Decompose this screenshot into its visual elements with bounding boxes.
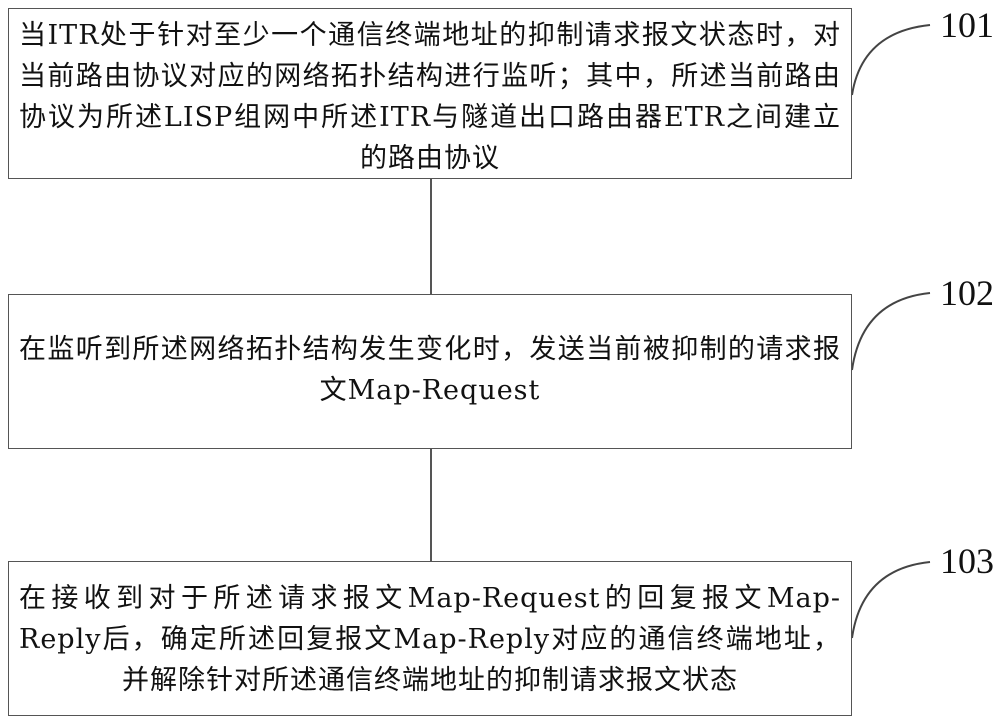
step-label-103: 103	[940, 541, 994, 581]
step-box-101: 当ITR处于针对至少一个通信终端地址的抑制请求报文状态时，对当前路由协议对应的网…	[8, 8, 852, 179]
step-text-101: 当ITR处于针对至少一个通信终端地址的抑制请求报文状态时，对当前路由协议对应的网…	[19, 20, 841, 174]
callout-curve-102	[851, 292, 931, 371]
callout-curve-101	[851, 24, 931, 96]
step-label-102: 102	[940, 273, 994, 313]
step-text-102: 在监听到所述网络拓扑结构发生变化时，发送当前被抑制的请求报文Map-Reques…	[19, 334, 841, 406]
step-box-102: 在监听到所述网络拓扑结构发生变化时，发送当前被抑制的请求报文Map-Reques…	[8, 294, 852, 449]
connector-101-102	[430, 179, 432, 294]
step-text-103: 在接收到对于所述请求报文Map-Request的回复报文Map-Reply后，确…	[19, 583, 841, 696]
connector-102-103	[430, 449, 432, 561]
step-label-101: 101	[940, 5, 994, 45]
step-box-103: 在接收到对于所述请求报文Map-Request的回复报文Map-Reply后，确…	[8, 561, 852, 716]
callout-curve-103	[851, 561, 931, 639]
